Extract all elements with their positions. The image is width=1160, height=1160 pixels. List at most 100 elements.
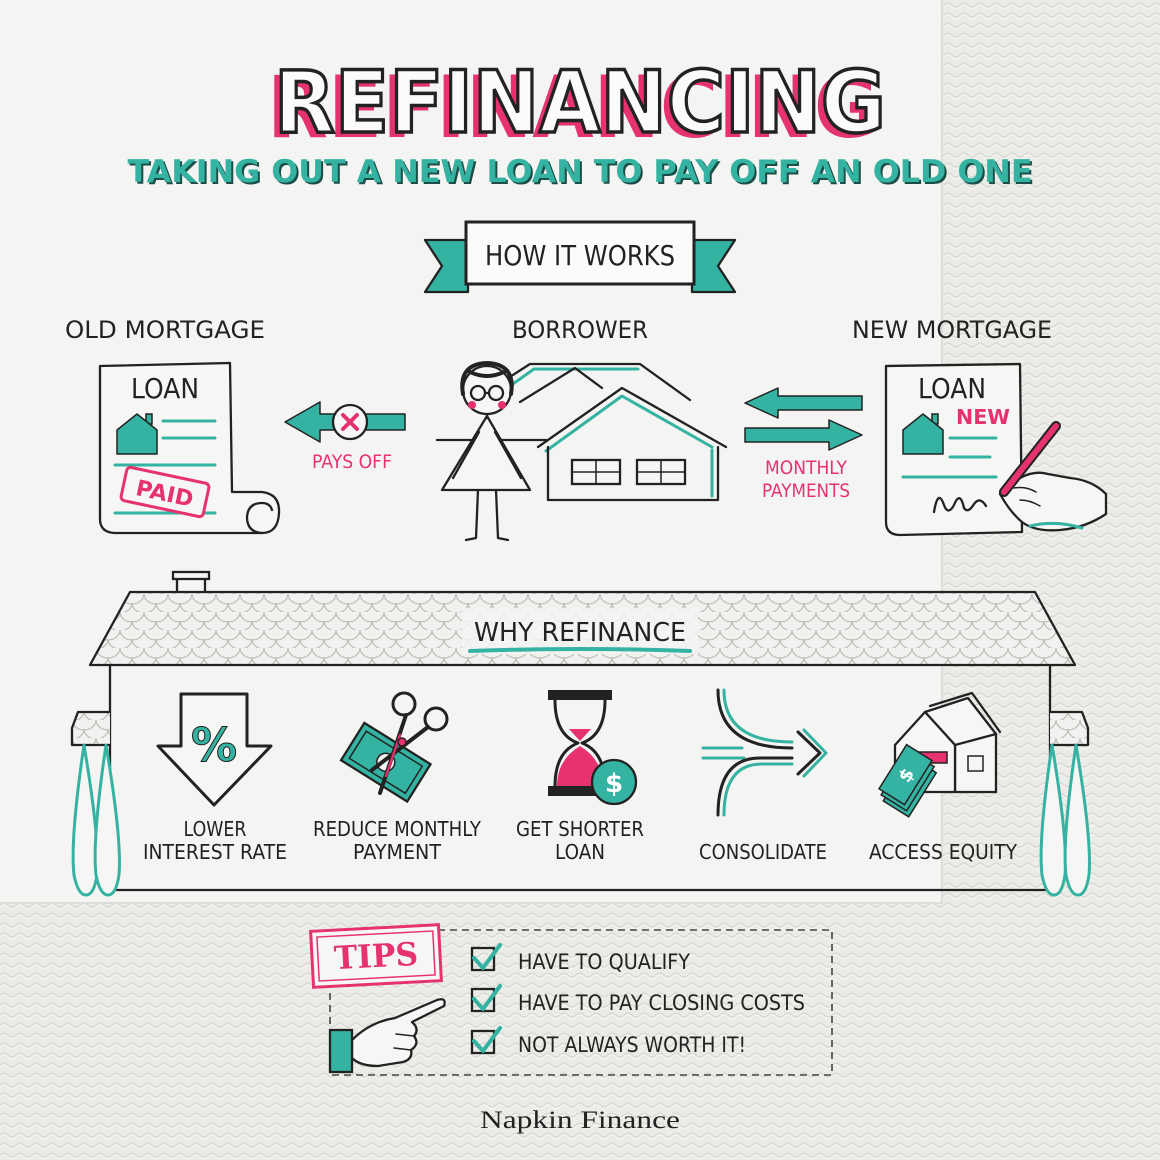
dollar-coin-icon bbox=[590, 758, 638, 806]
why-refinance-house: WHY REFINANCE bbox=[70, 570, 1091, 897]
house-shadow-lines bbox=[508, 367, 714, 498]
borrower-label: BORROWER bbox=[512, 316, 648, 344]
house-windows bbox=[570, 458, 687, 486]
subtitle-group: TAKING OUT A NEW LOAN TO PAY OFF AN OLD … bbox=[128, 154, 1035, 192]
left-ledge bbox=[70, 710, 112, 747]
tip-text: NOT ALWAYS WORTH IT! bbox=[518, 1033, 746, 1057]
x-mark-icon bbox=[341, 413, 359, 431]
tip-item-3: NOT ALWAYS WORTH IT! bbox=[470, 1026, 746, 1057]
dollar-symbol: $ bbox=[605, 769, 623, 799]
ribbon-right-tail bbox=[690, 238, 737, 294]
reason-access-equity: $ ACCESS EQUITY bbox=[869, 691, 1018, 864]
finger-lines bbox=[1013, 486, 1041, 507]
cash-stack-icon: $ bbox=[877, 743, 938, 818]
reason-label-line-2: INTEREST RATE bbox=[143, 840, 287, 864]
reason-reduce-monthly-payment: REDUCE MONTHLY PAYMENT bbox=[313, 691, 482, 864]
new-mortgage-document: LOAN NEW bbox=[884, 362, 1108, 537]
pays-off-label: PAYS OFF bbox=[312, 451, 392, 473]
document-curl bbox=[245, 501, 274, 535]
document-text-lines bbox=[901, 436, 998, 479]
reason-label-line-2: LOAN bbox=[555, 840, 605, 864]
tips-stamp: TIPS bbox=[309, 923, 443, 989]
borrower-body bbox=[440, 414, 532, 492]
signature-scribble bbox=[932, 496, 988, 514]
hourglass-sand-bottom bbox=[557, 746, 603, 786]
reason-label-line-1: GET SHORTER bbox=[516, 817, 644, 841]
reason-label-line-2: PAYMENT bbox=[353, 840, 442, 864]
subtitle-shadow: TAKING OUT A NEW LOAN TO PAY OFF AN OLD … bbox=[130, 156, 1035, 192]
chimney bbox=[171, 570, 211, 596]
title-shadow: REFINANCING bbox=[267, 58, 879, 158]
monthly-payments-line-2: PAYMENTS bbox=[762, 480, 850, 502]
why-refinance-heading: WHY REFINANCE bbox=[474, 618, 686, 648]
document-title: LOAN bbox=[918, 372, 986, 405]
cheek-right bbox=[498, 401, 506, 409]
document-title: LOAN bbox=[131, 372, 199, 405]
house-roof-line bbox=[928, 691, 1002, 747]
title-group: REFINANCING REFINANCING bbox=[267, 51, 888, 158]
old-mortgage-document: LOAN PAID bbox=[98, 361, 281, 535]
new-mortgage-label: NEW MORTGAGE bbox=[852, 316, 1052, 344]
sleeve-cuff bbox=[328, 1028, 354, 1074]
check-icon bbox=[472, 1026, 502, 1053]
monthly-payments-line-1: MONTHLY bbox=[765, 457, 847, 479]
borrower-figure bbox=[440, 361, 532, 542]
checkbox bbox=[470, 946, 496, 972]
tips-stamp-label: TIPS bbox=[333, 935, 419, 977]
cheek-left bbox=[468, 401, 476, 409]
check-icon bbox=[472, 943, 502, 970]
right-ledge bbox=[1048, 710, 1090, 747]
document-text-lines bbox=[113, 419, 217, 515]
checkbox bbox=[470, 987, 496, 1013]
borrower-hair bbox=[460, 361, 514, 396]
monthly-payments-arrows: MONTHLY PAYMENTS bbox=[744, 387, 863, 502]
reason-label: ACCESS EQUITY bbox=[869, 840, 1018, 864]
reason-label-line-1: LOWER bbox=[184, 817, 247, 841]
merge-lines-teal bbox=[701, 688, 828, 817]
borrower-house-drawing bbox=[435, 362, 728, 502]
checkbox bbox=[470, 1029, 496, 1055]
house-icon bbox=[116, 413, 158, 455]
percent-symbol: % bbox=[191, 718, 237, 772]
percent-down-arrow-icon: % bbox=[156, 692, 273, 807]
reason-label: CONSOLIDATE bbox=[699, 840, 827, 864]
subtitle: TAKING OUT A NEW LOAN TO PAY OFF AN OLD … bbox=[128, 154, 1033, 190]
merging-arrows-icon bbox=[701, 688, 828, 817]
paid-stamp: PAID bbox=[119, 465, 211, 519]
document-sheet bbox=[884, 362, 1024, 537]
reason-get-shorter-loan: $ GET SHORTER LOAN bbox=[516, 690, 644, 864]
tip-item-1: HAVE TO QUALIFY bbox=[470, 943, 690, 974]
banner-box bbox=[464, 220, 696, 286]
hourglass-bottom-bar bbox=[548, 786, 612, 796]
arrow-left-icon bbox=[744, 387, 863, 419]
left-lanterns bbox=[71, 743, 121, 897]
pointing-hand-icon bbox=[328, 998, 446, 1074]
scissors-pivot bbox=[397, 737, 407, 747]
old-mortgage-label: OLD MORTGAGE bbox=[65, 316, 265, 344]
new-badge: NEW bbox=[956, 405, 1010, 429]
right-lanterns bbox=[1039, 743, 1091, 897]
brand-name: Napkin Finance bbox=[480, 1107, 680, 1134]
scissors-handle-right bbox=[423, 706, 449, 732]
check-icon bbox=[472, 984, 502, 1011]
banner-label: HOW IT WORKS bbox=[485, 239, 675, 272]
scissors-cutting-money-icon bbox=[339, 691, 449, 804]
house-icon bbox=[902, 413, 944, 455]
merge-lines-ink bbox=[716, 688, 822, 817]
tip-text: HAVE TO PAY CLOSING COSTS bbox=[518, 991, 805, 1015]
ribbon-left-tail bbox=[423, 238, 470, 294]
heading-backdrop bbox=[462, 608, 698, 654]
reason-consolidate: CONSOLIDATE bbox=[699, 688, 828, 864]
hourglass-dollar-icon: $ bbox=[548, 690, 638, 806]
pays-off-arrow: PAYS OFF bbox=[284, 401, 406, 473]
reason-label-line-1: REDUCE MONTHLY bbox=[313, 817, 482, 841]
house-window bbox=[967, 755, 984, 772]
sleeve-cuff bbox=[1028, 521, 1084, 530]
arrow-right-icon bbox=[744, 419, 863, 451]
hourglass-sand-top bbox=[569, 729, 591, 741]
signing-hand-icon bbox=[998, 421, 1108, 532]
tip-text: HAVE TO QUALIFY bbox=[518, 950, 690, 974]
tips-panel: TIPS HAVE TO QUALIFY HAVE TO PAY CLOSING… bbox=[309, 923, 833, 1076]
house-cash-icon: $ bbox=[877, 691, 1002, 818]
pen-icon bbox=[1001, 423, 1059, 495]
